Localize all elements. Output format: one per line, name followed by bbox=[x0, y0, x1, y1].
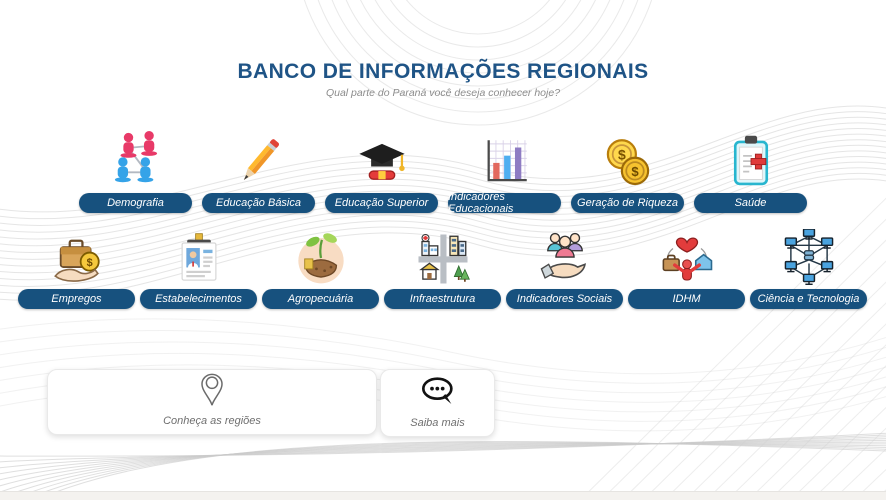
page-title: BANCO DE INFORMAÇÕES REGIONAIS bbox=[237, 60, 649, 83]
briefcase-hand-icon: $ bbox=[48, 229, 106, 287]
network-icon bbox=[780, 229, 838, 287]
category-infraestrutura: Infraestrutura bbox=[384, 229, 501, 309]
bottom-edge-strip bbox=[0, 491, 886, 500]
people-network-icon bbox=[105, 131, 167, 191]
category-educacao-basica: Educação Básica bbox=[202, 131, 315, 213]
category-educacao-superior: Educação Superior bbox=[325, 131, 438, 213]
button-infraestrutura[interactable]: Infraestrutura bbox=[384, 289, 501, 309]
button-ciencia-e-tecnologia[interactable]: Ciência e Tecnologia bbox=[750, 289, 867, 309]
bar-chart-icon bbox=[476, 131, 534, 191]
category-geracao-de-riqueza: $ $ Geração de Riqueza bbox=[571, 131, 684, 213]
button-indicadores-sociais[interactable]: Indicadores Sociais bbox=[506, 289, 623, 309]
id-card-icon bbox=[172, 229, 226, 287]
button-agropecuaria[interactable]: Agropecuária bbox=[262, 289, 379, 309]
button-geracao-de-riqueza[interactable]: Geração de Riqueza bbox=[571, 193, 684, 213]
category-estabelecimentos: Estabelecimentos bbox=[140, 229, 257, 309]
category-row-2: $ Empregos Estabele bbox=[18, 229, 867, 309]
button-empregos[interactable]: Empregos bbox=[18, 289, 135, 309]
svg-text:$: $ bbox=[617, 147, 625, 163]
category-empregos: $ Empregos bbox=[18, 229, 135, 309]
chat-bubble-icon bbox=[416, 372, 460, 417]
button-idhm[interactable]: IDHM bbox=[628, 289, 745, 309]
button-educacao-basica[interactable]: Educação Básica bbox=[202, 193, 315, 213]
people-in-hand-icon bbox=[536, 229, 594, 287]
button-estabelecimentos[interactable]: Estabelecimentos bbox=[140, 289, 257, 309]
card-conheca-as-regioes[interactable]: Conheça as regiões bbox=[47, 369, 377, 435]
category-idhm: IDHM bbox=[628, 229, 745, 309]
map-pin-icon bbox=[192, 368, 232, 415]
svg-text:$: $ bbox=[86, 257, 92, 269]
sprout-hand-icon bbox=[292, 229, 350, 287]
category-saude: Saúde bbox=[694, 131, 807, 213]
button-educacao-superior[interactable]: Educação Superior bbox=[325, 193, 438, 213]
button-demografia[interactable]: Demografia bbox=[79, 193, 192, 213]
category-row-1: Demografia Educação Básica bbox=[79, 131, 807, 215]
city-infrastructure-icon bbox=[415, 229, 471, 287]
card-label: Conheça as regiões bbox=[163, 415, 261, 427]
category-indicadores-sociais: Indicadores Sociais bbox=[506, 229, 623, 309]
pencil-icon bbox=[230, 131, 288, 191]
category-indicadores-educacionais: Indicadores Educacionais bbox=[448, 131, 561, 215]
medical-clipboard-icon bbox=[723, 131, 779, 191]
category-demografia: Demografia bbox=[79, 131, 192, 213]
button-indicadores-educacionais[interactable]: Indicadores Educacionais bbox=[448, 191, 561, 215]
category-ciencia-e-tecnologia: Ciência e Tecnologia bbox=[750, 229, 867, 309]
button-saude[interactable]: Saúde bbox=[694, 193, 807, 213]
svg-text:$: $ bbox=[631, 164, 639, 179]
page-subtitle: Qual parte do Paraná você deseja conhece… bbox=[325, 87, 561, 99]
coins-icon: $ $ bbox=[600, 131, 656, 191]
graduation-cap-icon bbox=[353, 131, 411, 191]
card-label: Saiba mais bbox=[410, 417, 465, 429]
card-saiba-mais[interactable]: Saiba mais bbox=[380, 369, 495, 437]
category-agropecuaria: Agropecuária bbox=[262, 229, 379, 309]
idhm-balance-icon bbox=[658, 229, 716, 287]
